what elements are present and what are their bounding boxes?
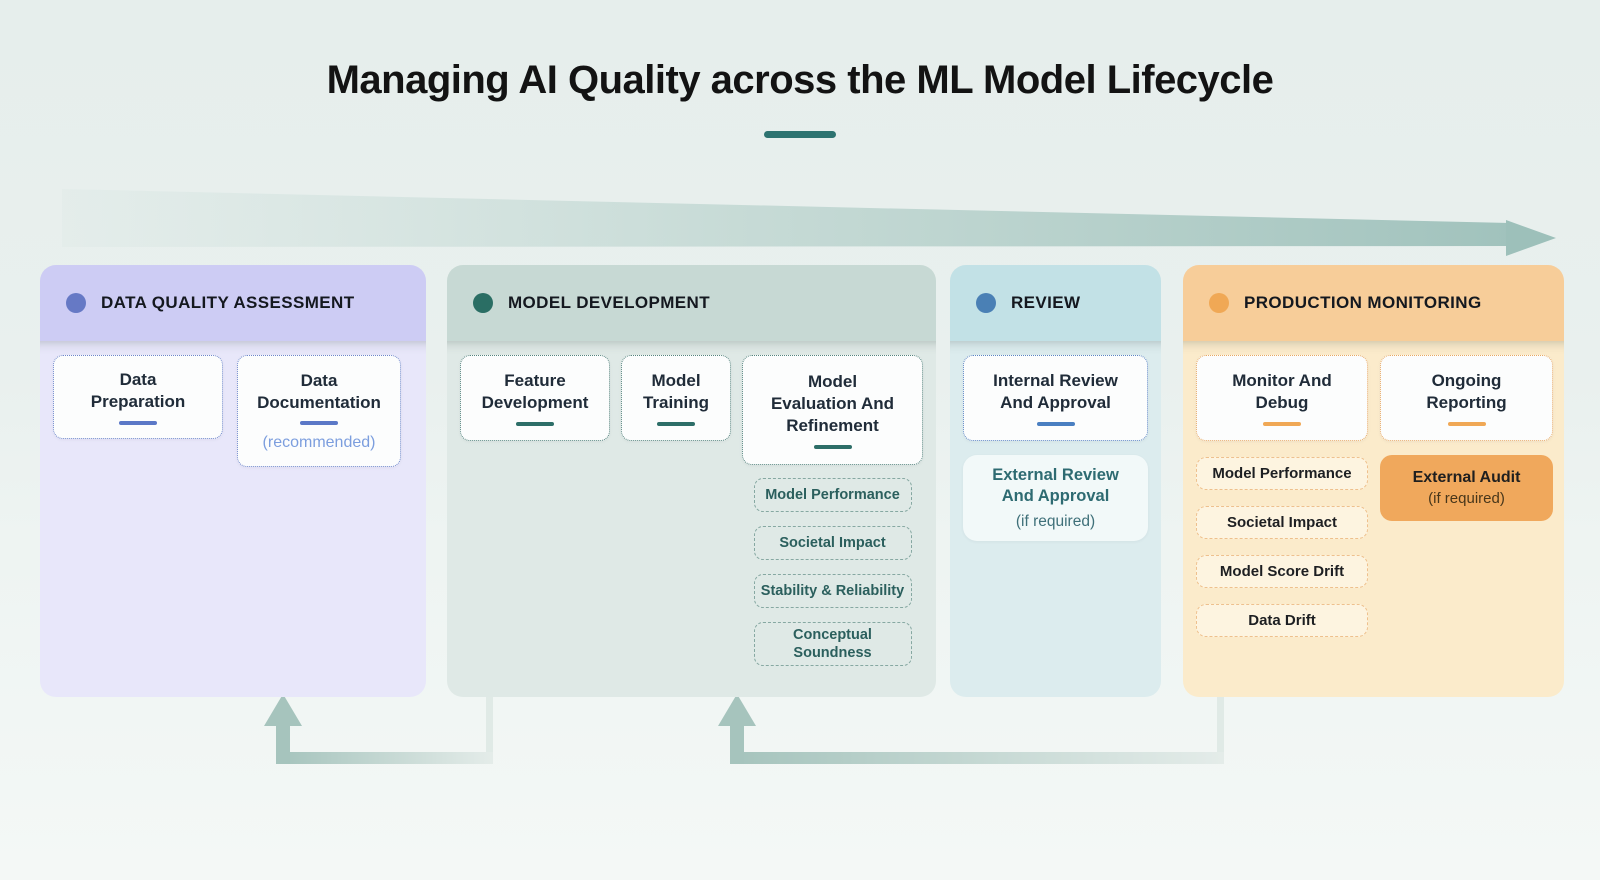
card-underline [1263, 421, 1301, 426]
card-underline [516, 421, 554, 426]
column-body: Data Preparation Data Documentation (rec… [40, 341, 426, 697]
card-title: Model Evaluation And Refinement [770, 372, 895, 435]
column-label: DATA QUALITY ASSESSMENT [101, 293, 355, 312]
chip-conceptual-soundness: Conceptual Soundness [753, 622, 912, 667]
column-label: PRODUCTION MONITORING [1244, 293, 1482, 312]
card-monitor-and-debug: Monitor And Debug [1196, 355, 1368, 441]
card-title: Data Documentation [257, 370, 381, 412]
column-header: REVIEW [950, 265, 1161, 341]
card-underline [119, 420, 157, 425]
dot-icon [1209, 293, 1229, 313]
card-ongoing-reporting: Ongoing Reporting [1380, 355, 1553, 441]
card-model-evaluation-and-refinement: Model Evaluation And Refinement [742, 355, 923, 465]
card-title: Monitor And Debug [1232, 371, 1332, 412]
card-note: (if required) [1015, 512, 1096, 530]
column-label: MODEL DEVELOPMENT [508, 293, 711, 312]
card-title: Ongoing Reporting [1426, 371, 1507, 412]
chip-model-performance: Model Performance [753, 478, 912, 512]
card-note: (if required) [1428, 490, 1505, 507]
card-title: Feature Development [481, 371, 589, 412]
card-title: Data Preparation [90, 370, 186, 411]
dot-icon [66, 293, 86, 313]
chip-model-score-drift: Model Score Drift [1196, 555, 1368, 588]
page-title: Managing AI Quality across the ML Model … [326, 58, 1274, 102]
column-header: PRODUCTION MONITORING [1183, 265, 1564, 341]
chip-data-drift: Data Drift [1196, 604, 1368, 637]
column-model-development: MODEL DEVELOPMENT Feature Development Mo… [447, 265, 936, 697]
card-title: External Audit [1412, 469, 1521, 486]
column-header: MODEL DEVELOPMENT [447, 265, 936, 341]
dot-icon [473, 293, 493, 313]
card-external-review-and-approval: External Review And Approval (if require… [963, 455, 1148, 541]
card-underline [300, 421, 338, 426]
column-body: Feature Development Model Training Model… [447, 341, 936, 697]
card-model-training: Model Training [621, 355, 731, 441]
card-data-preparation: Data Preparation [53, 355, 223, 439]
chip-societal-impact: Societal Impact [753, 526, 912, 560]
card-underline [1447, 421, 1486, 426]
monitoring-metrics-list: Model Performance Societal Impact Model … [1196, 457, 1368, 637]
column-label: REVIEW [1011, 293, 1081, 312]
card-data-documentation: Data Documentation (recommended) [237, 355, 401, 467]
column-body: Internal Review And Approval External Re… [950, 341, 1161, 697]
title-underline [764, 131, 836, 138]
card-underline [657, 421, 695, 426]
column-header: DATA QUALITY ASSESSMENT [40, 265, 426, 341]
card-underline [813, 444, 852, 449]
column-production-monitoring: PRODUCTION MONITORING Monitor And Debug … [1183, 265, 1564, 697]
chip-model-performance: Model Performance [1196, 457, 1368, 490]
card-title: Model Training [642, 371, 710, 412]
card-internal-review-and-approval: Internal Review And Approval [963, 355, 1148, 441]
card-title: External Review And Approval [992, 466, 1119, 505]
feedback-arrow-left-icon [264, 694, 493, 764]
card-feature-development: Feature Development [460, 355, 610, 441]
feedback-arrow-right-icon [718, 694, 1224, 764]
card-underline [1036, 421, 1075, 426]
card-note: (recommended) [262, 434, 376, 452]
evaluation-criteria-list: Model Performance Societal Impact Stabil… [742, 478, 923, 667]
lifecycle-arrow-icon [62, 189, 1556, 256]
dot-icon [976, 293, 996, 313]
column-review: REVIEW Internal Review And Approval Exte… [950, 265, 1161, 697]
card-title: Internal Review And Approval [993, 371, 1118, 412]
column-body: Monitor And Debug Model Performance Soci… [1183, 341, 1564, 697]
column-data-quality-assessment: DATA QUALITY ASSESSMENT Data Preparation… [40, 265, 426, 697]
chip-societal-impact: Societal Impact [1196, 506, 1368, 539]
card-external-audit: External Audit (if required) [1380, 455, 1553, 521]
chip-stability-reliability: Stability & Reliability [753, 574, 912, 608]
